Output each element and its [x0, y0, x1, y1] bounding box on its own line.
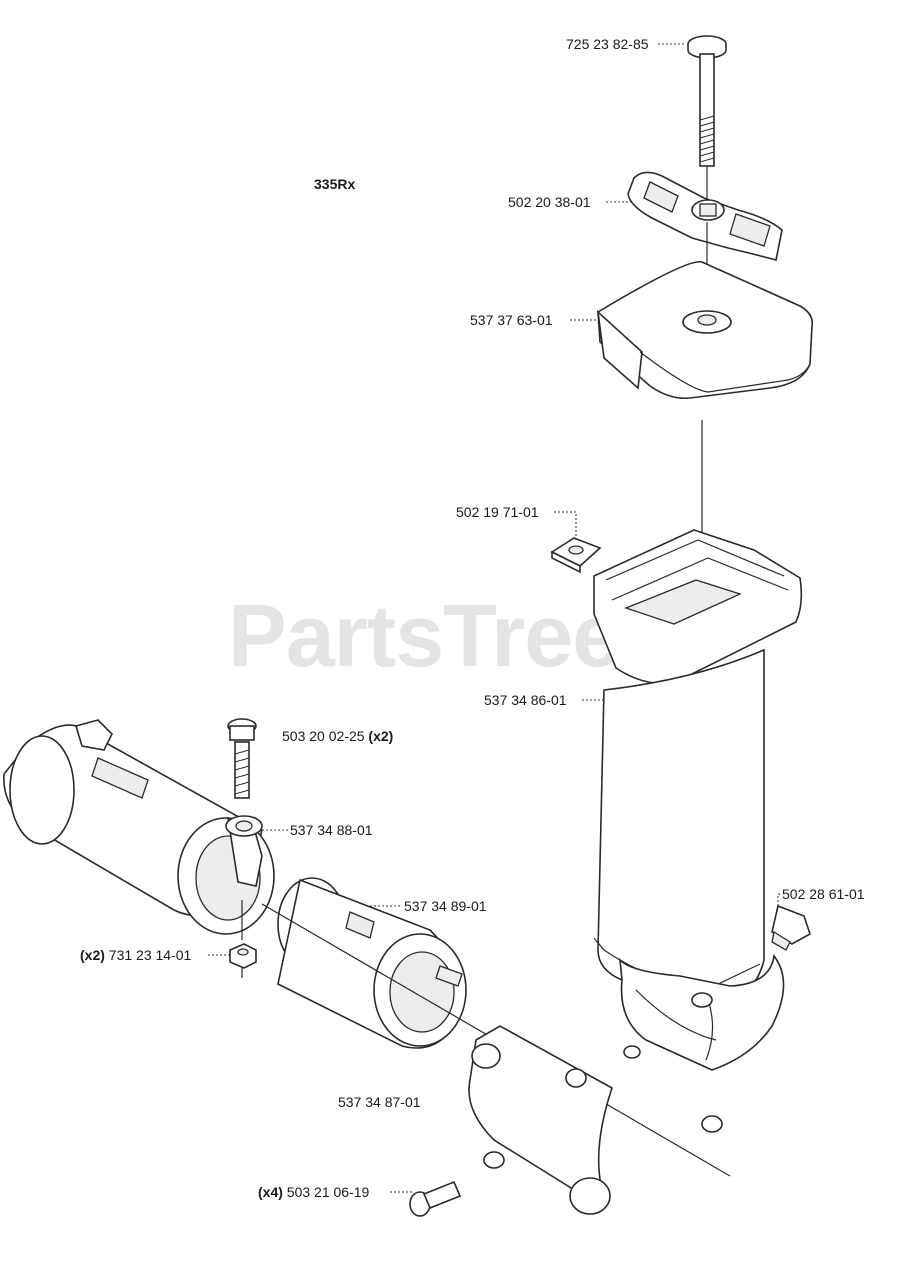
part-label-537376301[interactable]: 537 37 63-01: [470, 312, 553, 328]
bolt-part[interactable]: [687, 35, 727, 167]
part-label-725238285[interactable]: 725 23 82-85: [566, 36, 649, 52]
part-label-502197101[interactable]: 502 19 71-01: [456, 504, 539, 520]
shaft-tube-part[interactable]: [3, 719, 275, 935]
hex-nut-part[interactable]: [229, 943, 257, 969]
handle-cap-part[interactable]: [596, 260, 814, 400]
leader-line: [554, 511, 577, 540]
clamp-ring-part[interactable]: [225, 815, 263, 887]
wing-nut-part[interactable]: [627, 171, 783, 261]
screw-part[interactable]: [227, 718, 257, 799]
clamp-lower-part[interactable]: [618, 954, 785, 1133]
part-label-537348601[interactable]: 537 34 86-01: [484, 692, 567, 708]
part-label-537348701[interactable]: 537 34 87-01: [338, 1094, 421, 1110]
part-label-537348801[interactable]: 537 34 88-01: [290, 822, 373, 838]
part-label-731231401[interactable]: (x2) 731 23 14-01: [80, 947, 192, 963]
clip-part[interactable]: [771, 904, 811, 951]
clamp-upper-part[interactable]: [468, 1025, 613, 1215]
part-label-537348901[interactable]: 537 34 89-01: [404, 898, 487, 914]
model-title: 335Rx: [314, 176, 356, 192]
square-nut-part[interactable]: [550, 537, 602, 574]
leader-line: [777, 893, 780, 906]
part-label-503210619[interactable]: (x4) 503 21 06-19: [258, 1184, 370, 1200]
part-label-502286101[interactable]: 502 28 61-01: [782, 886, 865, 902]
bolt-small-part[interactable]: [409, 1180, 462, 1217]
watermark: PartsTree: [228, 586, 621, 685]
part-label-502203801[interactable]: 502 20 38-01: [508, 194, 591, 210]
sleeve-part[interactable]: [277, 877, 467, 1049]
handle-body-part[interactable]: [593, 529, 803, 1001]
part-label-503200225[interactable]: 503 20 02-25 (x2): [282, 728, 394, 744]
